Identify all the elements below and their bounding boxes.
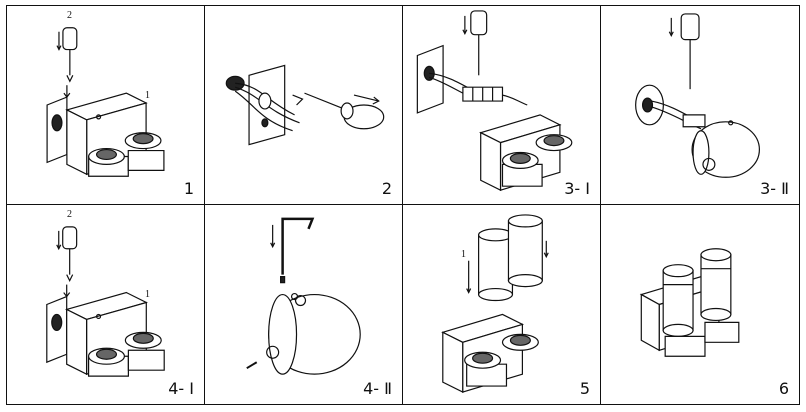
panel-step-1: 2 1 1 <box>7 6 205 205</box>
terminal-block-icon <box>403 6 600 204</box>
step-number: 4- Ⅱ <box>363 379 392 398</box>
panel-step-2: 2 <box>205 6 403 205</box>
motor-unit-icon <box>601 205 799 404</box>
step-grid: 2 1 1 <box>6 5 800 405</box>
step-number: 3- Ⅰ <box>564 179 590 198</box>
allen-key-icon <box>205 205 402 404</box>
screwdriver-icon <box>7 205 204 404</box>
step-number: 6 <box>778 379 789 398</box>
panel-step-3-i: 3- Ⅰ <box>403 6 601 205</box>
step-number: 5 <box>579 379 590 398</box>
callout-label-1: 1 <box>145 289 150 300</box>
panel-step-3-ii: 3- Ⅱ <box>601 6 799 205</box>
panel-step-6: 6 <box>601 205 799 404</box>
callout-label-1: 1 <box>461 249 466 260</box>
step-number: 1 <box>183 179 194 198</box>
panel-step-4-i: 2 1 4- Ⅰ <box>7 205 205 404</box>
callout-label-2: 2 <box>67 209 72 220</box>
cylinder-icon <box>403 205 600 404</box>
panel-step-4-ii: 4- Ⅱ <box>205 205 403 404</box>
step-number: 2 <box>381 179 392 198</box>
callout-label-2: 2 <box>67 10 72 21</box>
housing-icon <box>601 6 799 204</box>
callout-label-1: 1 <box>145 90 150 101</box>
step-number: 3- Ⅱ <box>760 179 789 198</box>
screwdriver-icon <box>7 6 204 204</box>
panel-step-5: 1 5 <box>403 205 601 404</box>
wall-plate-icon <box>205 6 402 204</box>
step-number: 4- Ⅰ <box>168 379 194 398</box>
